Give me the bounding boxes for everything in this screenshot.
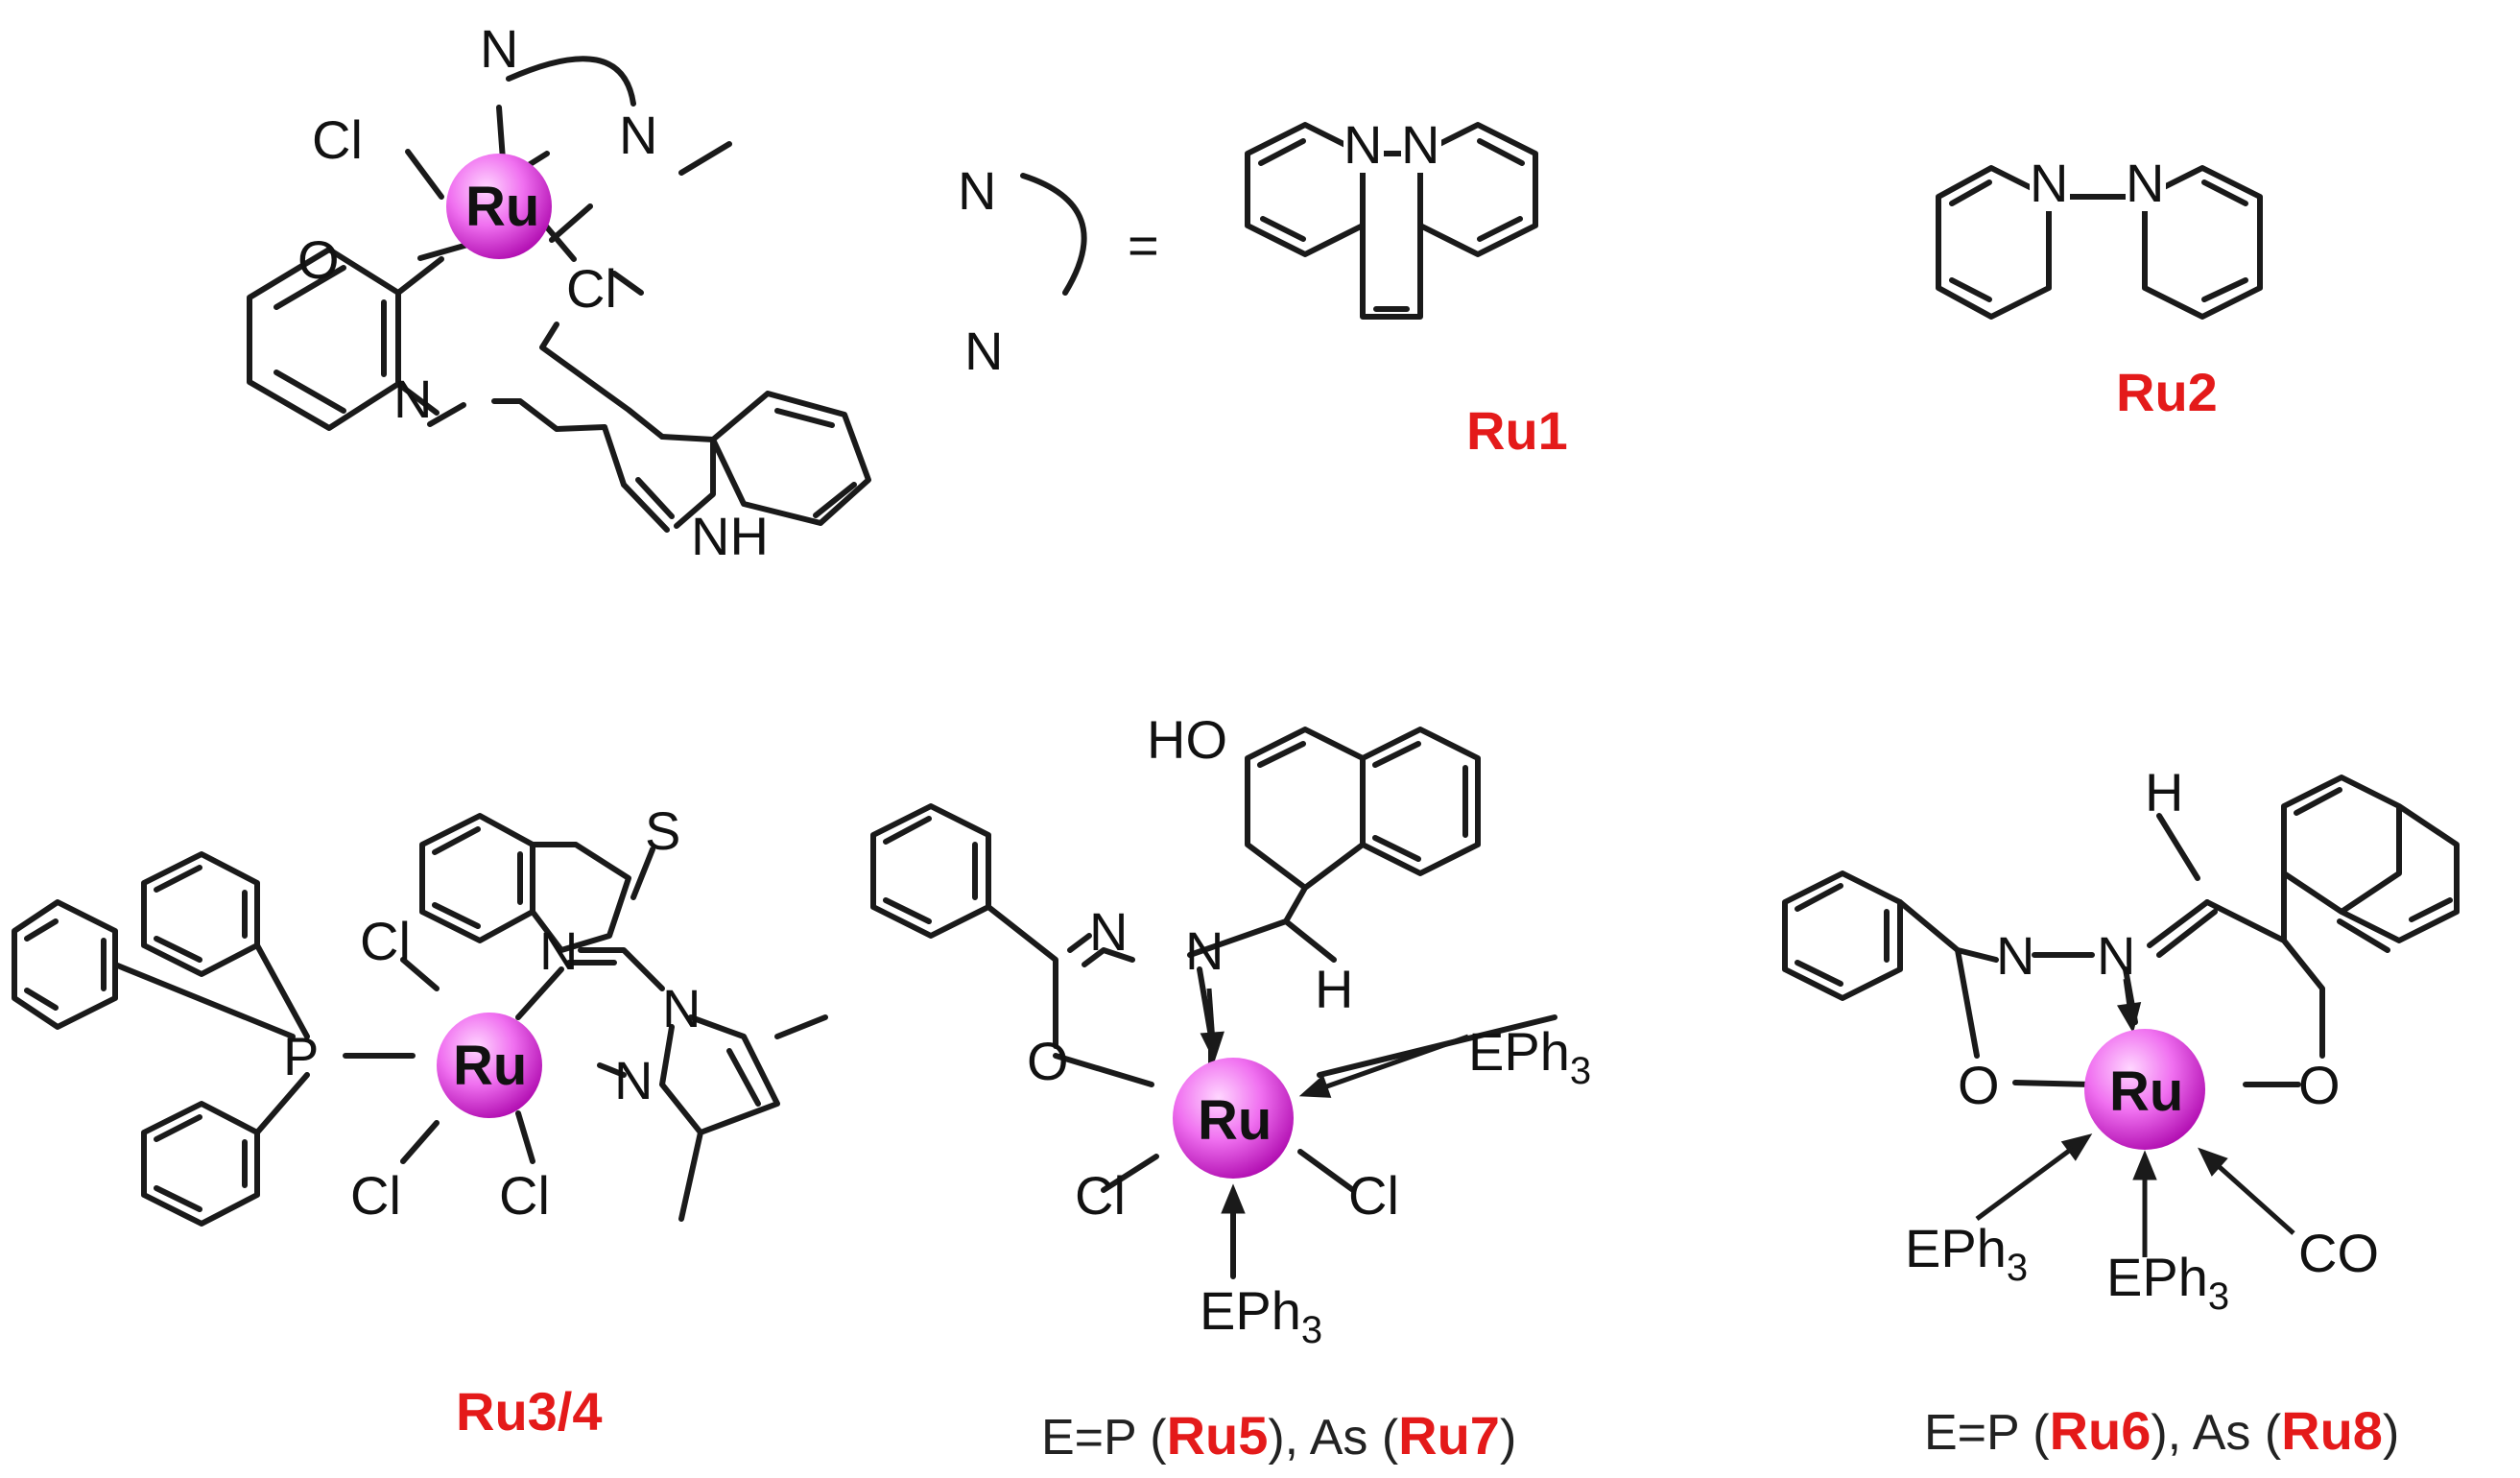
atom-cl: Cl — [566, 258, 617, 319]
ru1-ligand-bonds — [1245, 122, 1538, 320]
atom-n: N — [1343, 114, 1382, 175]
caption-ru6-ru8: E=P (Ru6), As (Ru8) — [1924, 1400, 2399, 1461]
atom-s: S — [645, 800, 680, 861]
atom-n: N — [539, 920, 578, 981]
atom-n: N — [2097, 925, 2135, 986]
legend-n-bottom: N — [964, 321, 1003, 381]
atom-cl: Cl — [499, 1165, 550, 1226]
ru-label-top: Ru — [465, 176, 539, 238]
ru-sphere-top — [446, 154, 552, 259]
atom-o: O — [1027, 1031, 1069, 1091]
atom-ho: HO — [1147, 709, 1227, 770]
atom-n: N — [1996, 925, 2034, 986]
ru-sphere-ru68 — [2084, 1029, 2205, 1150]
dative-arrow-head — [2198, 1147, 2228, 1177]
atom-cl: Cl — [1075, 1165, 1126, 1226]
legend-equals: = — [1128, 215, 1159, 275]
atom-n: N — [480, 18, 518, 79]
atom-n: N — [614, 1050, 653, 1110]
atom-cl: Cl — [1348, 1165, 1399, 1226]
atom-eph3: EPh3 — [2106, 1247, 2229, 1318]
dative-arrow-head — [1221, 1183, 1246, 1214]
compound-code-ru2: Ru2 — [2116, 362, 2218, 422]
atom-o: O — [1958, 1055, 2000, 1115]
atom-h: H — [2145, 762, 2183, 822]
ru2-ligand-bonds — [1936, 165, 2263, 320]
atom-n: N — [619, 105, 657, 165]
dative-arrow-head — [1298, 1074, 1332, 1098]
ru68-bonds — [1782, 775, 2460, 1087]
atom-eph3: EPh3 — [1200, 1280, 1322, 1351]
ru-label-ru68: Ru — [2109, 1061, 2183, 1123]
chelate-arc — [1020, 173, 1087, 296]
compound-labels: Ru1 Ru2 Ru3/4 E=P (Ru5), As (Ru7) E=P (R… — [456, 362, 2399, 1466]
compound-code-ru1: Ru1 — [1466, 400, 1568, 461]
atom-o: O — [297, 229, 340, 290]
ru34-bonds — [12, 813, 828, 1227]
atom-co: CO — [2298, 1223, 2379, 1283]
atom-cl: Cl — [350, 1165, 401, 1226]
atom-cl: Cl — [360, 911, 411, 971]
atom-eph3: EPh3 — [1468, 1021, 1591, 1092]
atom-eph3: EPh3 — [1905, 1218, 2028, 1289]
ru-sphere-ru34 — [437, 1013, 542, 1118]
atom-n: N — [393, 369, 432, 429]
compound-code-ru34: Ru3/4 — [456, 1381, 603, 1442]
dative-arrow-head — [2060, 1133, 2093, 1161]
ru-spheres — [437, 154, 2205, 1179]
atom-nh: NH — [691, 506, 769, 566]
atom-n: N — [1089, 901, 1128, 962]
atom-o: O — [2298, 1055, 2341, 1115]
atom-labels: Ru Cl Cl O N N N NH N N = N N N N Ru P C… — [283, 18, 2379, 1351]
atom-p: P — [283, 1026, 319, 1086]
ru-sphere-ru57 — [1173, 1058, 1294, 1179]
ru-label-ru34: Ru — [453, 1035, 527, 1097]
ru57-bonds — [870, 727, 1557, 1279]
atom-n: N — [1401, 114, 1439, 175]
caption-ru5-ru7: E=P (Ru5), As (Ru7) — [1041, 1405, 1516, 1466]
atom-n: N — [2030, 153, 2068, 213]
atom-n: N — [1185, 920, 1224, 981]
legend-n-top: N — [958, 160, 996, 221]
atom-n: N — [662, 978, 701, 1038]
atom-cl: Cl — [312, 109, 363, 170]
dative-arrow-head — [2132, 1150, 2157, 1180]
dative-arrow-line — [1304, 1034, 1469, 1097]
ru-label-ru57: Ru — [1198, 1089, 1272, 1152]
dative-arrows — [1200, 978, 2295, 1272]
dative-arrow-head — [1200, 1031, 1224, 1062]
atom-h: H — [1315, 959, 1353, 1019]
dative-arrow-head — [2117, 1001, 2142, 1034]
atom-n: N — [2126, 153, 2164, 213]
